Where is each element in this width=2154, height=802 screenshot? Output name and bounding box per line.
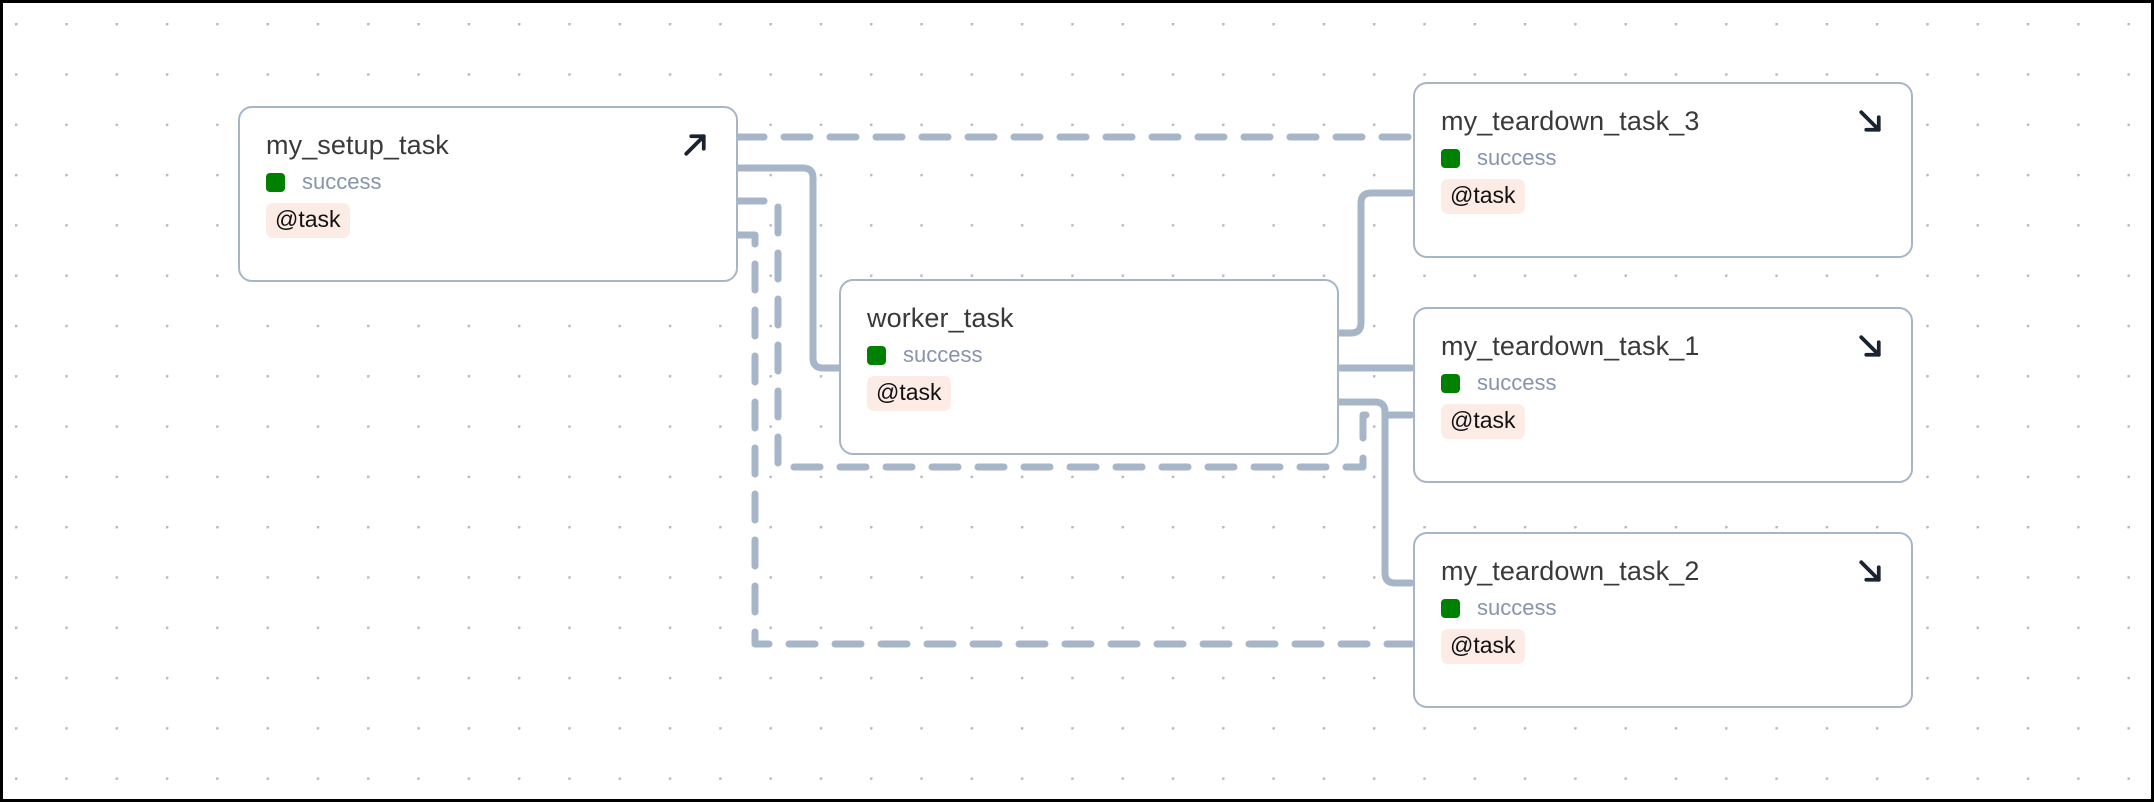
node-my-setup-task[interactable]: my_setup_task success @task (238, 106, 738, 282)
node-status: success (867, 342, 982, 368)
node-title: my_teardown_task_1 (1441, 331, 1700, 361)
status-label: success (1477, 595, 1557, 621)
node-operator-badge: @task (1441, 179, 1525, 215)
status-label: success (302, 169, 382, 195)
arrow-down-right-icon[interactable] (1855, 331, 1885, 361)
arrow-up-right-icon[interactable] (680, 130, 710, 160)
node-header: worker_task (867, 303, 1311, 333)
status-label: success (1477, 370, 1557, 396)
node-worker-task[interactable]: worker_task success @task (839, 279, 1339, 455)
status-label: success (1477, 145, 1557, 171)
node-header: my_teardown_task_1 (1441, 331, 1885, 361)
node-operator-badge: @task (1441, 404, 1525, 440)
node-operator-badge: @task (266, 203, 350, 239)
status-success-indicator (1441, 148, 1460, 168)
node-status: success (1441, 370, 1556, 396)
node-status: success (266, 169, 381, 195)
edge-setup-to-worker (734, 164, 843, 372)
node-title: worker_task (867, 303, 1014, 333)
node-header: my_teardown_task_3 (1441, 106, 1885, 136)
edge-worker-to-teardown2 (1335, 398, 1415, 587)
node-my-teardown-task-3[interactable]: my_teardown_task_3 success @task (1413, 82, 1913, 258)
arrow-down-right-icon[interactable] (1855, 106, 1885, 136)
status-label: success (903, 342, 983, 368)
node-status: success (1441, 595, 1556, 621)
node-operator-badge: @task (1441, 629, 1525, 665)
node-operator-badge: @task (867, 376, 951, 412)
status-success-indicator (1441, 373, 1460, 393)
status-success-indicator (867, 345, 886, 365)
node-title: my_setup_task (266, 130, 449, 160)
edge-worker-to-teardown3 (1335, 189, 1415, 337)
status-success-indicator (266, 172, 285, 192)
node-status: success (1441, 145, 1556, 171)
node-title: my_teardown_task_2 (1441, 556, 1700, 586)
node-my-teardown-task-2[interactable]: my_teardown_task_2 success @task (1413, 532, 1913, 708)
node-my-teardown-task-1[interactable]: my_teardown_task_1 success @task (1413, 307, 1913, 483)
node-header: my_teardown_task_2 (1441, 556, 1885, 586)
node-header: my_setup_task (266, 130, 710, 160)
arrow-down-right-icon[interactable] (1855, 556, 1885, 586)
node-title: my_teardown_task_3 (1441, 106, 1700, 136)
status-success-indicator (1441, 598, 1460, 618)
